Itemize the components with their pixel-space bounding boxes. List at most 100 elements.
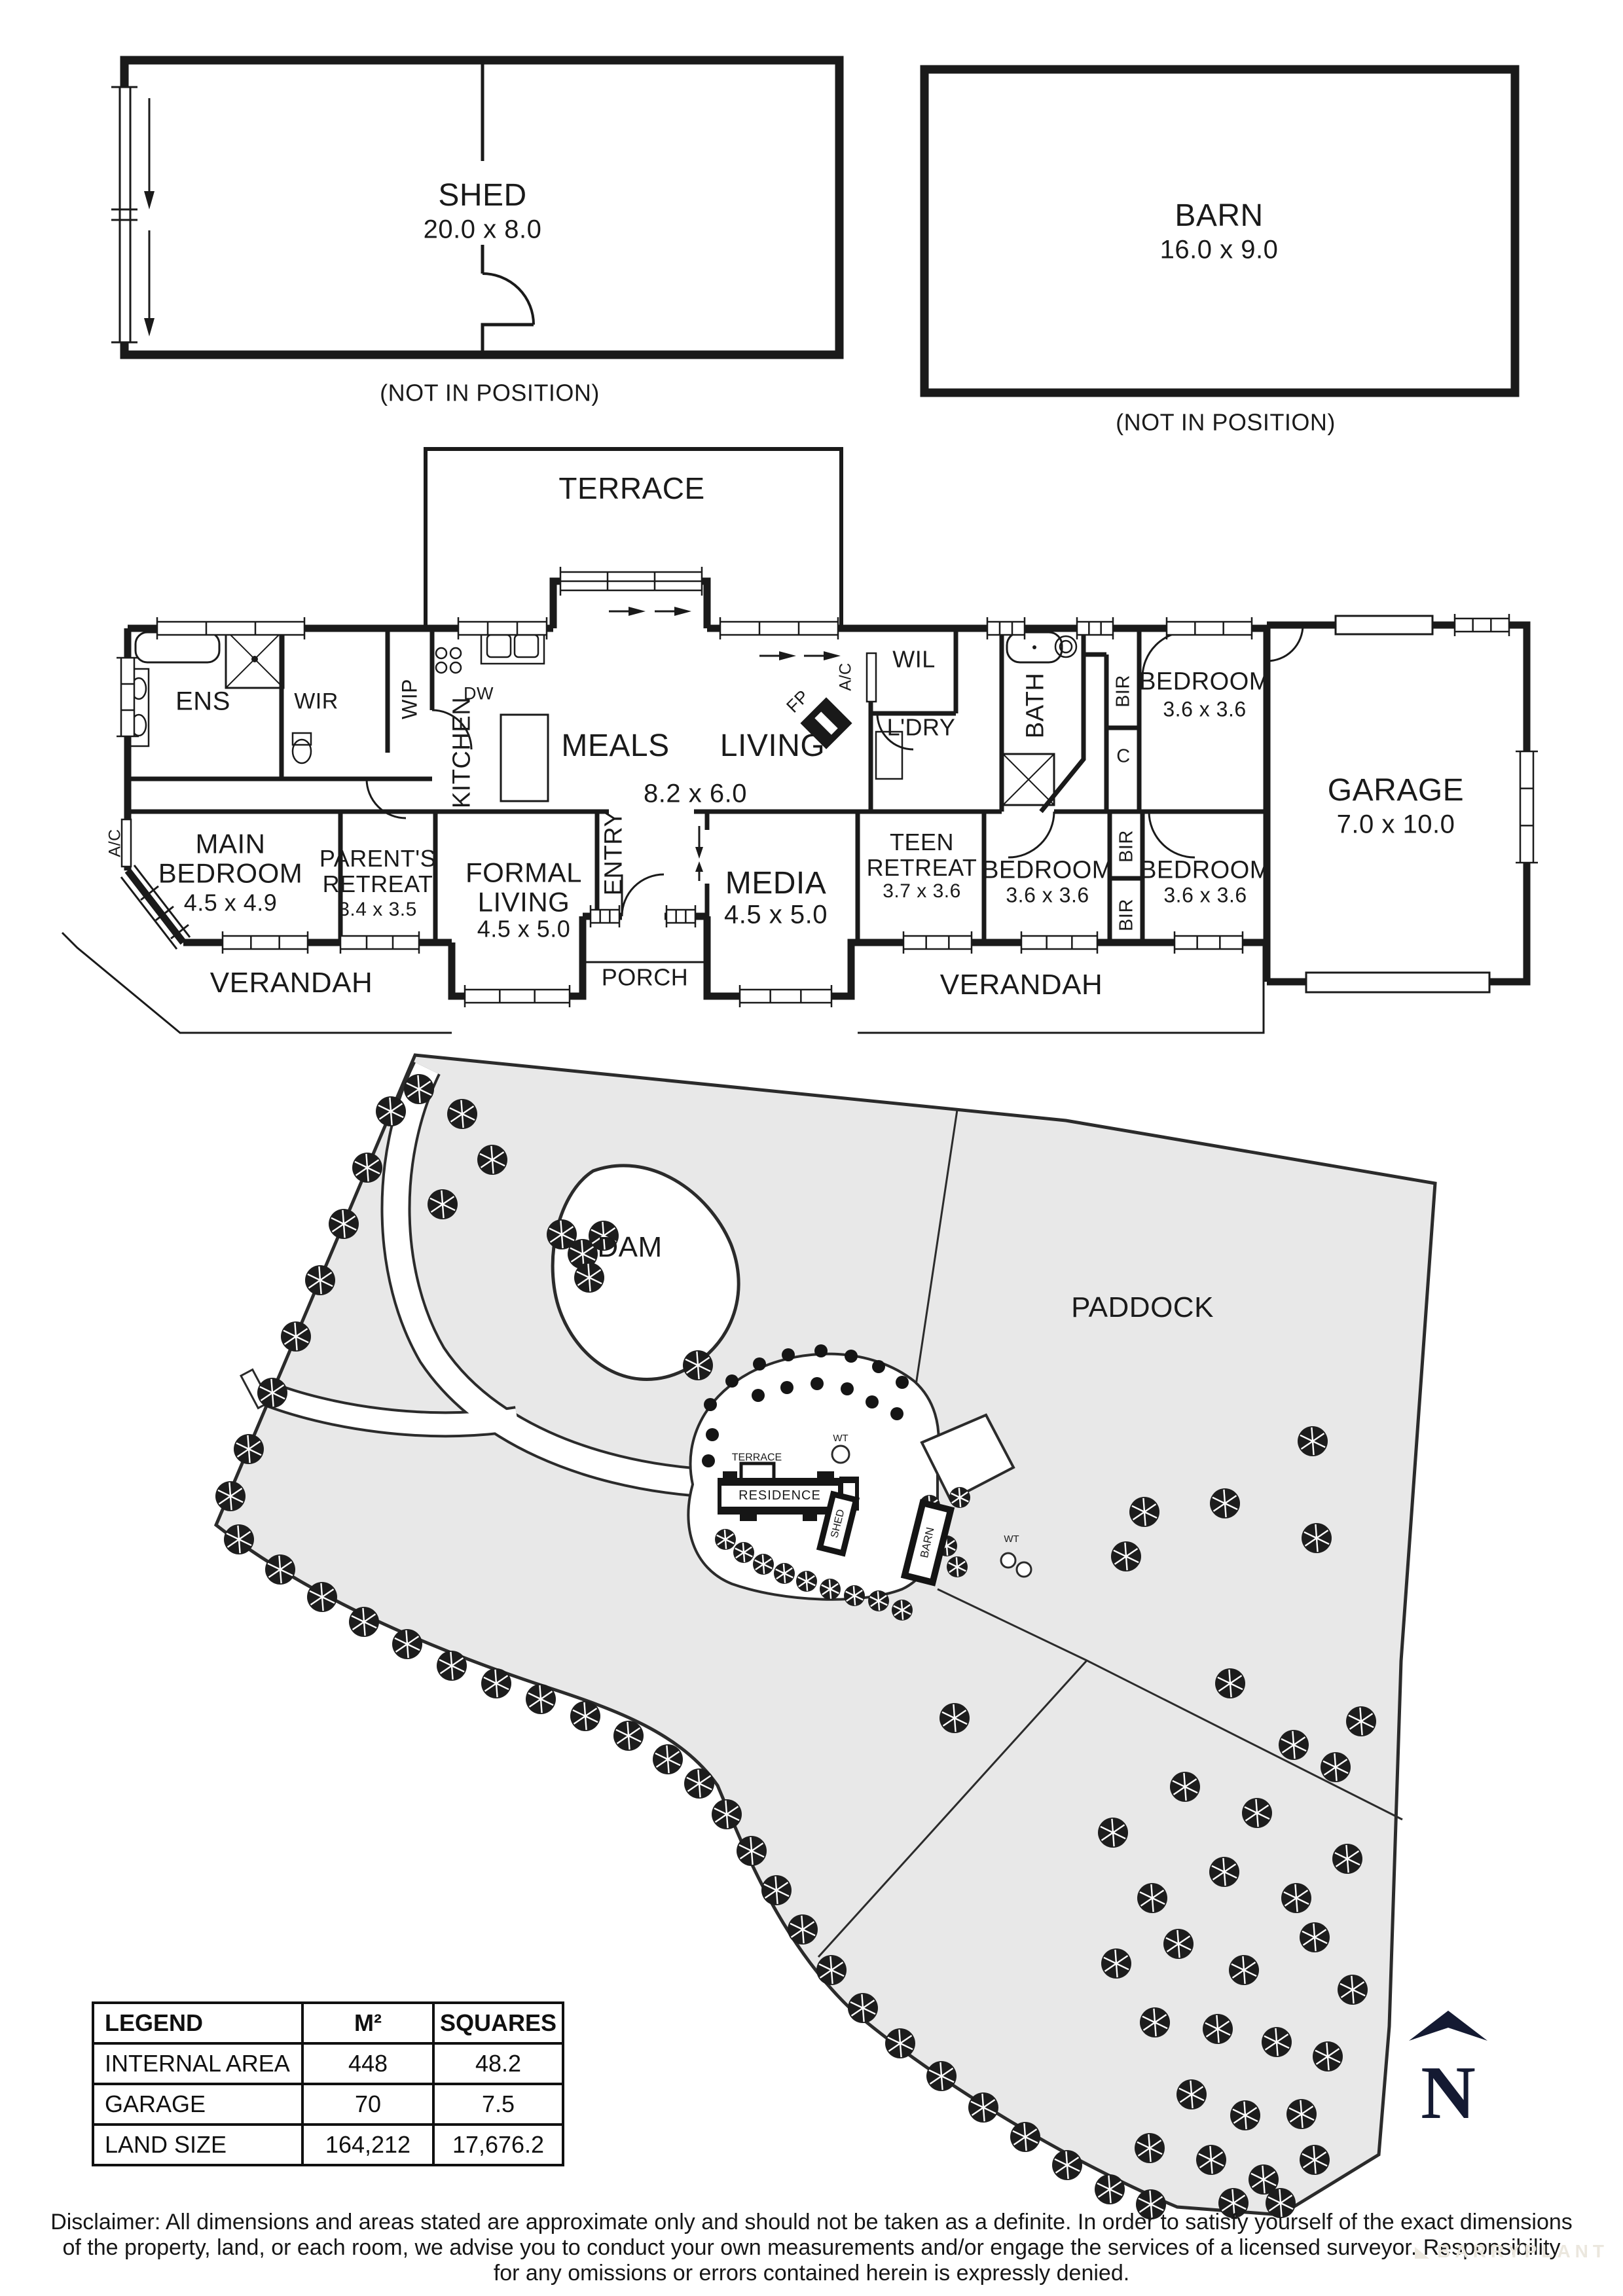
tree-icon (1302, 1523, 1332, 1553)
legend-cell: LAND SIZE (92, 2123, 304, 2166)
tree-icon (737, 1836, 767, 1866)
window-icon (1165, 617, 1253, 639)
tree-icon (1279, 1730, 1309, 1760)
residence-marker (718, 1462, 859, 1521)
bathtub-icon (134, 631, 221, 664)
tree-icon (1135, 2133, 1165, 2163)
tree-icon (307, 1582, 337, 1612)
disclaimer-line: Disclaimer: All dimensions and areas sta… (50, 2210, 1573, 2234)
outer-walls (124, 577, 1531, 1000)
window-icon (986, 617, 1026, 639)
shed-marker (816, 1490, 860, 1557)
windows-layer (117, 614, 1538, 1007)
bath-shower-icon (1002, 753, 1055, 806)
tree-icon (1286, 2099, 1317, 2129)
tree-icon (774, 1563, 795, 1584)
tree-icon (712, 1799, 742, 1829)
trees-layer (215, 1074, 1376, 2219)
tree-icon (844, 1585, 865, 1606)
window-icon (665, 905, 697, 927)
tree-dot-icon (896, 1376, 909, 1389)
legend-header-squares: SQUARES (431, 2001, 565, 2045)
window-icon (1516, 750, 1538, 864)
house-yard (687, 1352, 940, 1601)
tree-icon (968, 2092, 998, 2123)
shower-icon (225, 629, 285, 689)
legend-row-land-size: LAND SIZE 164,212 17,676.2 (92, 2123, 565, 2166)
window-icon (117, 656, 139, 738)
tree-icon (715, 1529, 736, 1550)
fireplace-icon (800, 697, 852, 749)
watermark-text: BARRYPLANT (1437, 2241, 1609, 2261)
tree-icon (224, 1524, 254, 1554)
tree-icon (1010, 2122, 1040, 2152)
tree-dot-icon (752, 1389, 765, 1402)
cooktop-icon (435, 647, 462, 674)
shed-door-arrow-icon (144, 98, 155, 336)
window-icon (457, 617, 548, 639)
north-label: N (1421, 2051, 1476, 2135)
legend-cell: 17,676.2 (431, 2123, 565, 2166)
tree-icon (1266, 2188, 1296, 2218)
tree-icon (1249, 2164, 1279, 2195)
tree-icon (653, 1744, 683, 1774)
tree-icon (1218, 2188, 1249, 2218)
legend-cell: INTERNAL AREA (92, 2042, 304, 2085)
legend-table: LEGEND M² SQUARES INTERNAL AREA 448 48.2… (92, 2001, 565, 2166)
tree-icon (305, 1265, 335, 1295)
tree-icon (1210, 1488, 1240, 1518)
legend-cell: GARAGE (92, 2083, 304, 2126)
tree-icon (1321, 1752, 1351, 1782)
tree-icon (1196, 2145, 1226, 2175)
tree-icon (1281, 1883, 1311, 1913)
window-icon (739, 985, 833, 1007)
tree-icon (428, 1189, 458, 1219)
north-arrow-icon (1409, 2011, 1487, 2041)
terrace-walls (424, 447, 843, 627)
tree-dot-icon (706, 1428, 719, 1441)
tree-icon (376, 1096, 406, 1126)
tree-icon (788, 1914, 818, 1945)
yard-wedge (920, 1413, 1015, 1502)
tree-dot-icon (866, 1395, 879, 1408)
tree-icon (352, 1153, 382, 1183)
tree-icon (885, 2028, 915, 2058)
tree-icon (234, 1434, 264, 1464)
tree-icon (1052, 2150, 1082, 2180)
tree-icon (1300, 2145, 1330, 2175)
legend-header-m2: M² (301, 2001, 435, 2045)
ac-unit-icon (866, 652, 877, 703)
basin-icon (1054, 635, 1078, 658)
tree-icon (684, 1768, 714, 1799)
watermark-logo: BARRYPLANT (1413, 2241, 1609, 2262)
tree-icon (1313, 2041, 1343, 2072)
tree-dot-icon (702, 1454, 715, 1467)
tree-dot-icon (782, 1348, 795, 1361)
window-icon (589, 905, 621, 927)
tree-icon (1101, 1948, 1131, 1979)
tree-icon (868, 1590, 889, 1611)
tree-icon (568, 1239, 598, 1269)
tree-icon (404, 1074, 434, 1104)
window-icon (339, 931, 420, 954)
window-icon (1020, 931, 1099, 954)
verandah-edges (61, 931, 1265, 1034)
tree-icon (1209, 1857, 1239, 1887)
barn-marker (900, 1499, 955, 1587)
disclaimer-line: of the property, land, or each room, we … (62, 2235, 1561, 2260)
water-tank-icon (831, 1444, 850, 1464)
window-icon (1453, 614, 1510, 636)
tree-icon (477, 1145, 507, 1175)
tree-icon (1136, 2189, 1166, 2219)
bay-window (120, 865, 191, 950)
door-arcs (365, 624, 1304, 917)
tree-icon (1095, 2174, 1125, 2204)
tree-icon (329, 1209, 359, 1239)
tree-icon (265, 1554, 295, 1585)
tree-dot-icon (890, 1407, 903, 1420)
internal-walls (128, 628, 1267, 942)
tree-dot-icon (780, 1381, 793, 1394)
toilet-icon (291, 732, 312, 764)
tree-icon (1203, 2014, 1233, 2044)
